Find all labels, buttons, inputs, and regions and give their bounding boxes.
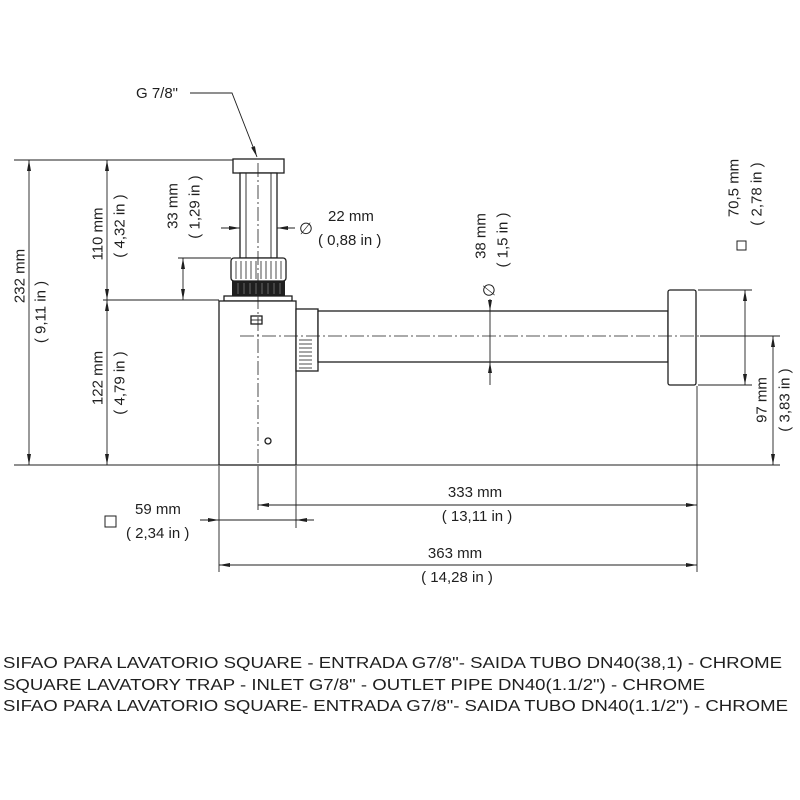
dim-70-5-mm-label: 70,5 mm bbox=[726, 159, 743, 217]
threaded-ring bbox=[232, 281, 285, 296]
dim-110-in-label: ( 4,32 in ) bbox=[112, 194, 129, 257]
knurled-nut bbox=[230, 257, 287, 282]
description-line-pt-alt: SIFAO PARA LAVATORIO SQUARE- ENTRADA G7/… bbox=[3, 698, 788, 715]
drain-screw bbox=[264, 437, 272, 445]
dim-33-mm-label: 33 mm bbox=[165, 183, 182, 229]
dim-122-mm-label: 122 mm bbox=[90, 351, 107, 405]
outlet-pipe bbox=[317, 310, 669, 363]
dim-232-mm-label: 232 mm bbox=[12, 249, 29, 303]
square-section-icon bbox=[736, 240, 747, 251]
dim-232-in-label: ( 9,11 in ) bbox=[33, 281, 50, 343]
square-section-icon bbox=[104, 515, 117, 528]
dim-59-mm-label: 59 mm bbox=[135, 501, 181, 518]
dim-33-in-label: ( 1,29 in ) bbox=[187, 175, 204, 238]
thread-callout-label: G 7/8" bbox=[136, 85, 178, 102]
dim-333-mm-label: 333 mm bbox=[448, 484, 502, 501]
dim-70-5-in-label: ( 2,78 in ) bbox=[749, 162, 766, 225]
dim-110-mm-label: 110 mm bbox=[90, 207, 107, 260]
diameter-symbol-38: ∅ bbox=[482, 283, 499, 297]
trap-assembly bbox=[218, 158, 697, 466]
product-description: SIFAO PARA LAVATORIO SQUARE - ENTRADA G7… bbox=[3, 655, 788, 715]
dim-122-in-label: ( 4,79 in ) bbox=[112, 351, 129, 414]
knurled-nut-outline bbox=[230, 257, 287, 282]
dim-22-mm-label: 22 mm bbox=[328, 208, 374, 225]
diameter-symbol-22: ∅ bbox=[299, 221, 313, 238]
threaded-ring-fill bbox=[232, 281, 285, 296]
thread-callout-leader bbox=[190, 92, 258, 158]
dim-97-in-label: ( 3,83 in ) bbox=[777, 368, 794, 431]
dim-38-mm-label: 38 mm bbox=[473, 213, 490, 259]
dim-97-mm-label: 97 mm bbox=[754, 377, 771, 423]
trap-body bbox=[218, 300, 297, 466]
description-line-en: SQUARE LAVATORY TRAP - INLET G7/8" - OUT… bbox=[3, 677, 705, 694]
dim-363-in-label: ( 14,28 in ) bbox=[421, 569, 493, 586]
wall-flange bbox=[667, 289, 697, 386]
description-line-pt: SIFAO PARA LAVATORIO SQUARE - ENTRADA G7… bbox=[3, 655, 782, 672]
dim-38-in-label: ( 1,5 in ) bbox=[495, 212, 512, 267]
dim-333-in-label: ( 13,11 in ) bbox=[442, 508, 513, 525]
dim-363-mm-label: 363 mm bbox=[428, 545, 482, 562]
dim-22-in-label: ( 0,88 in ) bbox=[318, 232, 381, 249]
inlet-cap bbox=[232, 158, 285, 174]
dim-59-in-label: ( 2,34 in ) bbox=[126, 525, 189, 542]
outlet-nut bbox=[295, 308, 319, 372]
